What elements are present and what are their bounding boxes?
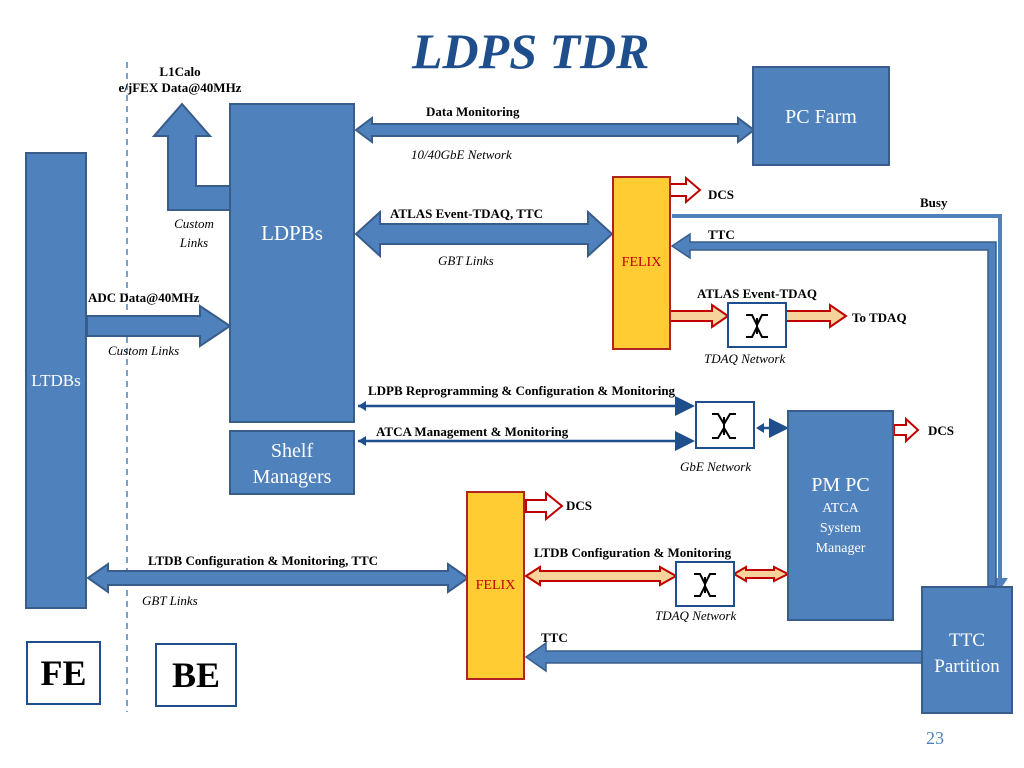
busy-line — [672, 214, 1002, 580]
ldpbs-block: LDPBs — [229, 103, 355, 423]
ltdbs-block: LTDBs — [25, 152, 87, 609]
atca-management-label: ATCA Management & Monitoring — [376, 424, 569, 439]
fe-label: FE — [40, 653, 87, 693]
felix-bottom-block: FELIX — [466, 491, 525, 680]
custom-links-top-label: Custom Links — [174, 216, 214, 250]
dcs-top-label: DCS — [708, 187, 735, 202]
ltdb-config-label: LTDB Configuration & Monitoring — [534, 545, 732, 560]
data-monitoring-label: Data Monitoring — [426, 104, 520, 119]
gbt-links-bottom-label: GBT Links — [142, 593, 198, 608]
shelf-managers-label: Shelf Managers — [252, 440, 332, 488]
felix-bottom-label: FELIX — [475, 577, 516, 593]
ttc-partition-block: TTC Partition — [921, 586, 1013, 714]
page-title: LDPS TDR — [412, 23, 650, 79]
ltdbs-label: LTDBs — [31, 370, 81, 390]
l1calo-text: L1Calo — [159, 64, 201, 79]
dcs-pm-label: DCS — [928, 423, 955, 438]
be-label: BE — [171, 655, 221, 695]
atlas-tdaq-label: ATLAS Event-TDAQ — [697, 286, 818, 301]
pm-pc-subtitle: ATCA System Manager — [815, 501, 866, 556]
data-monitoring-arrow — [354, 116, 756, 144]
ttc-bottom-label: TTC — [541, 630, 568, 645]
dcs-bottom-arrow — [525, 490, 564, 522]
l1calo-data-text: e/jFEX Data@40MHz — [118, 80, 242, 95]
fe-box: FE — [26, 641, 101, 705]
atlas-tdaq-arrow-1 — [669, 303, 730, 329]
pc-farm-block: PC Farm — [752, 66, 890, 166]
felix-top-label: FELIX — [621, 255, 662, 270]
pm-pc-title: PM PC — [811, 474, 870, 496]
ldpbs-label: LDPBs — [261, 220, 323, 245]
ttc-top-arrow — [670, 232, 997, 587]
tdaq-network-bottom-label: TDAQ Network — [655, 608, 737, 623]
be-box: BE — [155, 643, 237, 707]
network-10-40-label: 10/40GbE Network — [411, 147, 512, 162]
to-tdaq-label: To TDAQ — [852, 310, 907, 325]
l1calo-arrow — [151, 102, 231, 211]
custom-links-label: Custom Links — [108, 343, 180, 358]
adc-data-arrow — [86, 304, 232, 348]
ttc-partition-label: TTC Partition — [934, 630, 1000, 677]
page-number: 23 — [926, 728, 944, 748]
dcs-bottom-label: DCS — [566, 498, 593, 513]
adc-data-label: ADC Data@40MHz — [88, 290, 200, 305]
gbe-network-label: GbE Network — [680, 459, 752, 474]
ttc-bottom-arrow — [524, 641, 923, 673]
busy-label: Busy — [920, 195, 948, 210]
dcs-top-arrow — [669, 175, 702, 205]
tdaq-network-top-label: TDAQ Network — [704, 351, 786, 366]
atlas-tdaq-arrow-2 — [785, 303, 848, 329]
ltdb-config-arrow — [524, 565, 679, 587]
ldpb-reprogramming-label: LDPB Reprogramming & Configuration & Mon… — [368, 383, 676, 398]
felix-top-block: FELIX — [612, 176, 671, 350]
ttc-top-label: TTC — [708, 227, 735, 242]
pm-pc-block: PM PC ATCA System Manager — [787, 410, 894, 621]
dcs-pm-arrow — [893, 416, 920, 444]
pc-farm-label: PC Farm — [785, 106, 857, 128]
l1calo-label: L1Calo e/jFEX Data@40MHz — [100, 64, 260, 96]
ltdb-config-arrow-2 — [732, 565, 791, 583]
gbt-links-top-label: GBT Links — [438, 253, 494, 268]
atlas-ttc-label: ATLAS Event-TDAQ, TTC — [390, 206, 544, 221]
ltdb-config-ttc-label: LTDB Configuration & Monitoring, TTC — [148, 553, 379, 568]
shelf-managers-block: Shelf Managers — [229, 430, 355, 495]
